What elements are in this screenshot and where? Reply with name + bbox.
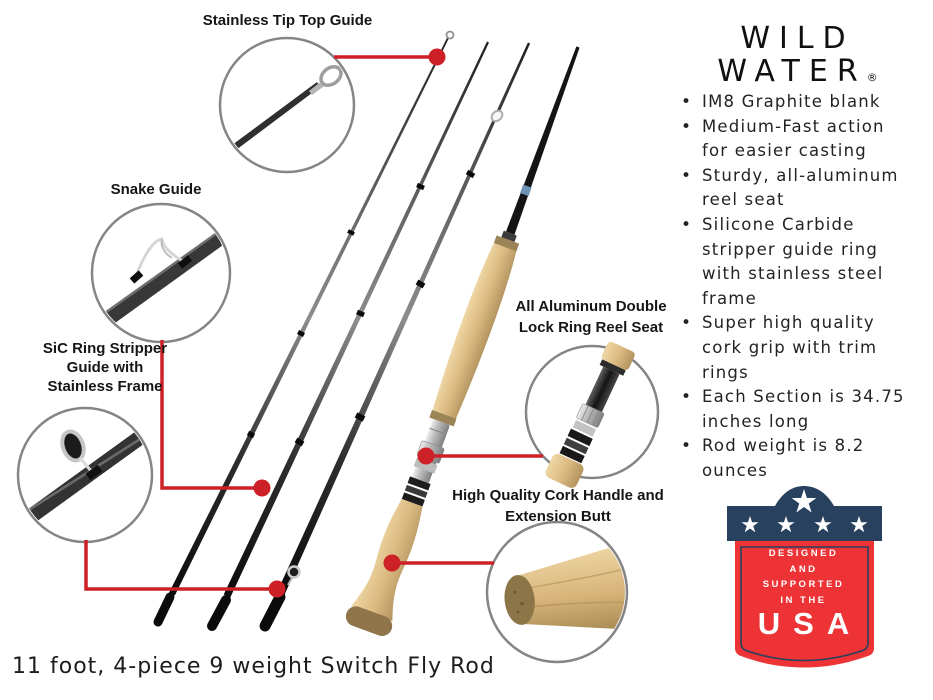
badge-top-band [727, 486, 882, 541]
feature-list: IM8 Graphite blank Medium-Fast action fo… [679, 90, 933, 484]
reel-seat-label: All Aluminum Double Lock Ring Reel Seat [515, 298, 667, 336]
upper-cork-grip [430, 235, 519, 427]
badge-pinstripe [740, 546, 869, 662]
feature-item: Rod weight is 8.2 ounces [679, 434, 933, 483]
reel-seat-callout-content [545, 341, 635, 488]
snake-connector [160, 340, 254, 490]
rod-section-2 [207, 41, 489, 631]
snake-guide [490, 109, 504, 123]
rod-label-band [520, 184, 532, 197]
stripper-dot [268, 580, 286, 598]
extension-butt-cap [345, 606, 393, 636]
rod-section-tip [153, 30, 455, 627]
tip-top-callout-content [222, 64, 343, 158]
snake-label: Snake Guide [110, 181, 202, 198]
usa-badge: DESIGNED AND SUPPORTED IN THE USA [722, 482, 885, 674]
usa-badge-shape [727, 486, 882, 668]
butt-cap [153, 592, 175, 627]
brand-line1: WILD [740, 21, 855, 56]
cork-dot [383, 554, 401, 572]
reel-seat-dot [417, 447, 435, 465]
feature-item: Medium-Fast action for easier casting [679, 115, 933, 164]
feature-item: Super high quality cork grip with trim r… [679, 311, 933, 385]
product-caption: 11 foot, 4-piece 9 weight Switch Fly Rod [12, 654, 495, 679]
feature-item: IM8 Graphite blank [679, 90, 933, 115]
connectors [84, 48, 543, 598]
stripper-guide [287, 565, 301, 579]
cork-callout-content [504, 542, 625, 630]
butt-cap [207, 595, 231, 631]
badge-body [735, 541, 874, 668]
butt-cap [259, 591, 286, 632]
rod-section-3 [259, 42, 531, 632]
stripper-label: SiC Ring Stripper Guide with Stainless F… [42, 340, 168, 395]
tip-top-guide [445, 30, 455, 40]
cork-label: High Quality Cork Handle and Extension B… [452, 487, 664, 525]
snake-callout-content [96, 226, 228, 331]
stripper-connector [84, 540, 269, 591]
snake-dot [253, 479, 271, 497]
tip-top-label: Stainless Tip Top Guide [202, 12, 373, 29]
registered-mark: ® [866, 71, 878, 84]
tip-top-dot [428, 48, 446, 66]
brand-line2: WATER® [717, 54, 878, 89]
badge-country: USA [757, 606, 863, 641]
brand-logo: WILD WATER® [690, 22, 905, 94]
feature-item: Each Section is 34.75 inches long [679, 385, 933, 434]
badge-text: DESIGNED AND SUPPORTED IN THE [762, 548, 845, 606]
feature-item: Silicone Carbide stripper guide ring wit… [679, 213, 933, 311]
stripper-callout-content [20, 426, 150, 527]
feature-item: Sturdy, all-aluminum reel seat [679, 164, 933, 213]
